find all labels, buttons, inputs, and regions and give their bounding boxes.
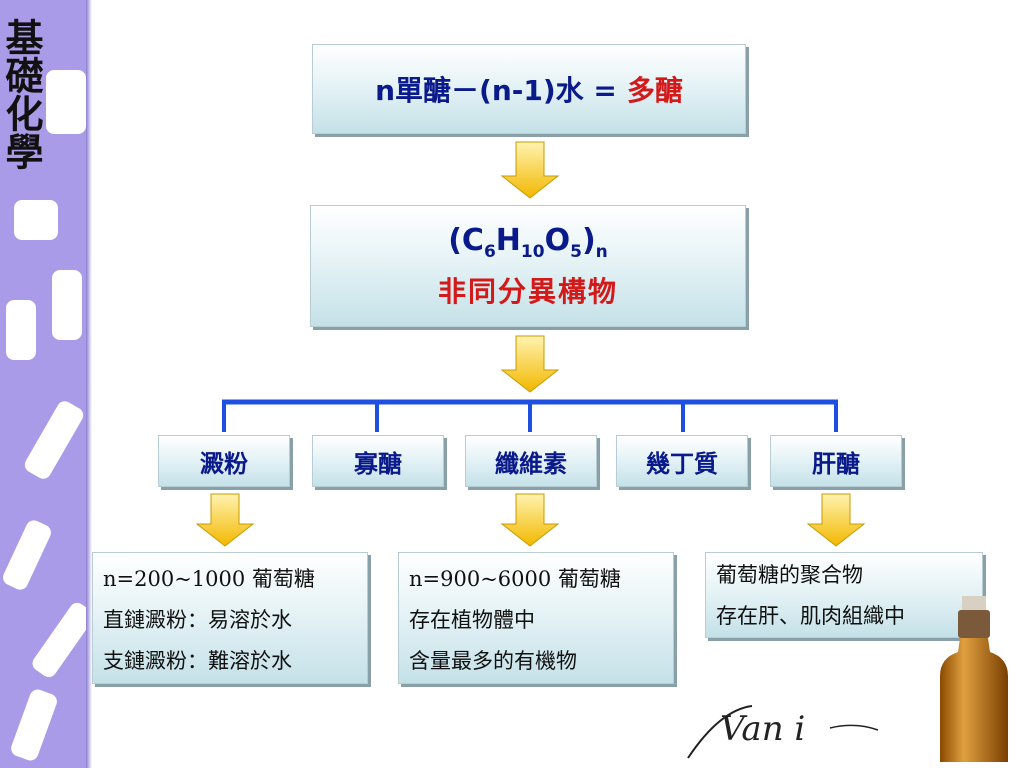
category-oligosaccharide: 寡醣 — [312, 435, 444, 487]
category-starch: 澱粉 — [158, 435, 290, 487]
description-line: n=200~1000 葡萄糖 — [103, 567, 315, 591]
bottle-icon — [6, 300, 36, 360]
decorative-sidebar: 基礎化學 — [0, 0, 92, 768]
signature-logo: Van i — [687, 705, 879, 759]
bottle-icon — [14, 200, 58, 240]
non-isomer-label: 非同分異構物 — [437, 274, 618, 308]
down-arrow-icon — [500, 141, 560, 199]
description-line: 葡萄糖的聚合物 — [716, 563, 863, 587]
bottle-icon — [52, 270, 82, 340]
down-arrow-icon — [195, 493, 255, 547]
starch-description: n=200~1000 葡萄糖 直鏈澱粉：易溶於水 支鏈澱粉：難溶於水 — [92, 552, 368, 684]
equation-text: n單醣－(n-1)水 = — [375, 74, 617, 107]
bottle-icon — [46, 70, 86, 134]
molecular-formula: (C6H10O5)n — [448, 222, 608, 262]
down-arrow-icon — [806, 493, 866, 547]
equation-result: 多醣 — [626, 74, 683, 107]
description-line: 存在植物體中 — [409, 608, 535, 632]
sidebar-edge — [86, 0, 92, 768]
description-line: n=900~6000 葡萄糖 — [409, 567, 621, 591]
formula-box: (C6H10O5)n 非同分異構物 — [310, 205, 746, 327]
down-arrow-icon — [500, 335, 560, 393]
down-arrow-icon — [500, 493, 560, 547]
glycogen-description: 葡萄糖的聚合物 存在肝、肌肉組織中 — [705, 552, 983, 638]
description-line: 支鏈澱粉：難溶於水 — [103, 649, 292, 673]
category-chitin: 幾丁質 — [616, 435, 748, 487]
description-line: 含量最多的有機物 — [409, 649, 577, 673]
amber-bottle-icon — [940, 596, 1008, 762]
category-cellulose: 纖維素 — [465, 435, 597, 487]
category-glycogen: 肝醣 — [770, 435, 902, 487]
cellulose-description: n=900~6000 葡萄糖 存在植物體中 含量最多的有機物 — [398, 552, 674, 684]
description-line: 存在肝、肌肉組織中 — [716, 604, 905, 628]
polysaccharide-equation-box: n單醣－(n-1)水 = 多醣 — [312, 44, 746, 134]
description-line: 直鏈澱粉：易溶於水 — [103, 608, 292, 632]
sidebar-title: 基礎化學 — [0, 18, 43, 170]
logo-text: Van i — [720, 709, 805, 749]
